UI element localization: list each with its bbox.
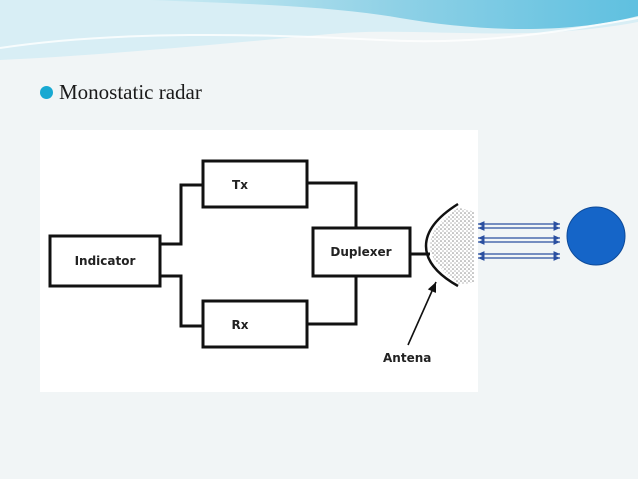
block-tx: Tx	[201, 159, 309, 209]
antenna-label: Antena	[383, 351, 431, 365]
antenna-dish-icon	[424, 202, 474, 288]
tx-label: Tx	[232, 178, 248, 192]
wire-indicator-tx	[160, 183, 203, 246]
wire-rx-duplexer	[307, 276, 358, 326]
target-circle	[566, 206, 626, 266]
wave-arrows	[478, 221, 560, 261]
wire-indicator-rx	[160, 274, 203, 328]
block-indicator: Indicator	[48, 234, 162, 288]
bullet-item: Monostatic radar	[40, 80, 202, 105]
header-wave-main	[150, 0, 638, 30]
antenna-pointer-arrow	[407, 281, 437, 346]
header-wave-light	[0, 17, 638, 49]
wire-tx-duplexer	[307, 181, 358, 228]
block-duplexer: Duplexer	[311, 226, 412, 278]
bullet-text: Monostatic radar	[59, 80, 202, 104]
rx-label: Rx	[232, 318, 249, 332]
block-rx: Rx	[201, 299, 309, 349]
indicator-label: Indicator	[75, 254, 136, 268]
bullet-dot-icon	[40, 86, 53, 99]
connection-lines	[160, 181, 430, 328]
duplexer-label: Duplexer	[330, 245, 391, 259]
